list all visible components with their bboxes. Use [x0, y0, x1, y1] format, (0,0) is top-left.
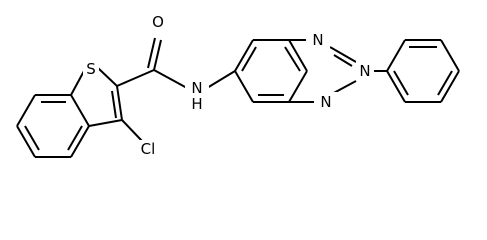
thiophene-ring [70, 67, 123, 127]
nh-aryl-bond [206, 70, 236, 89]
atom-cl-label: Cl [141, 140, 156, 158]
atom-n-central: N [356, 61, 374, 81]
atom-o-label: O [152, 13, 164, 31]
atom-n-bottom-label: N [320, 93, 331, 111]
atom-nh-n-label: N [191, 79, 202, 97]
atom-nh: N H [185, 79, 209, 113]
atom-s: S [83, 60, 99, 78]
chloro-bond [121, 119, 143, 142]
atom-cl: Cl [136, 140, 160, 158]
atom-n-central-label: N [359, 62, 370, 80]
atom-s-label: S [86, 60, 96, 78]
benzothiophene-benzene-ring [16, 94, 90, 158]
atom-n-bottom: N [314, 92, 338, 112]
chemical-structure-diagram: S O Cl N H N N N [16, 13, 460, 158]
benzotriazole-benzene-ring [234, 39, 308, 103]
atom-nh-h-label: H [191, 95, 202, 113]
atom-n-top-label: N [312, 31, 323, 49]
phenyl-ring [386, 39, 460, 103]
atom-n-top: N [306, 29, 330, 51]
carboxamide-group [116, 37, 188, 89]
atom-o: O [150, 13, 166, 31]
